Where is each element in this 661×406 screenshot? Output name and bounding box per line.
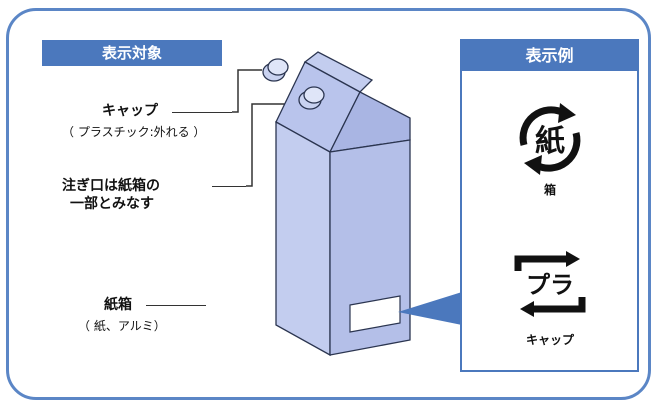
example-panel: 表示例 紙 箱 プラ キャップ <box>460 39 639 372</box>
paper-mark-text: 紙 <box>535 124 565 159</box>
spout-leader-line <box>212 186 246 187</box>
box-leader-line <box>146 305 206 306</box>
header-target: 表示対象 <box>42 40 222 66</box>
paper-recycle-mark-icon: 紙 <box>519 103 581 175</box>
plastic-recycle-mark-icon: プラ <box>514 251 586 317</box>
header-example: 表示例 <box>462 41 637 71</box>
plastic-mark-caption: キャップ <box>525 333 574 347</box>
cap-leader-line <box>172 112 232 113</box>
cap-note: （ プラスチック:外れる ） <box>62 125 206 139</box>
spout-label-line2: 一部とみなす <box>70 196 154 212</box>
plastic-mark-text: プラ <box>526 271 574 299</box>
cap-label: キャップ <box>102 103 158 119</box>
spout-label-line1: 注ぎ口は紙箱の <box>62 178 160 194</box>
box-note: （ 紙、アルミ） <box>78 319 166 333</box>
paper-mark-caption: 箱 <box>543 183 556 197</box>
box-label: 紙箱 <box>104 297 132 313</box>
